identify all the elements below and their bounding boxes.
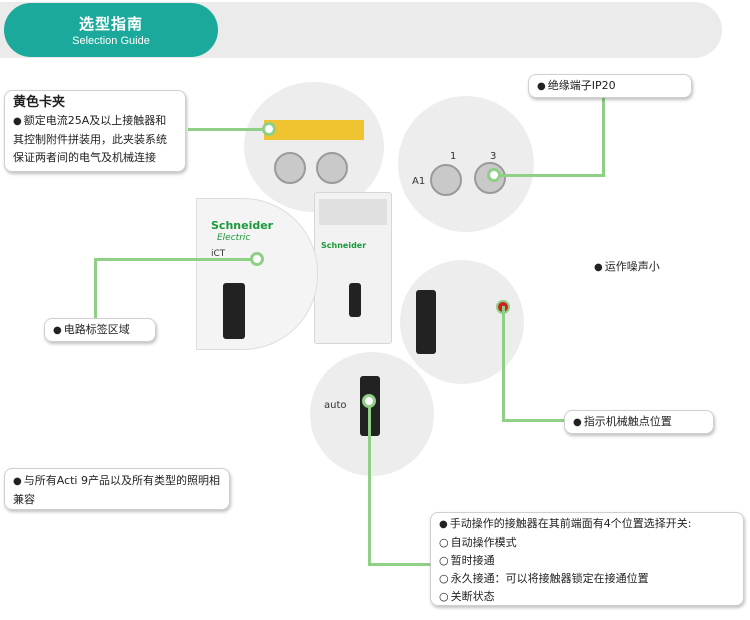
quiet-operation-text: 运作噪声小 — [594, 260, 660, 273]
terminal-a1-label: A1 — [412, 176, 426, 187]
label-connector-h — [94, 258, 256, 261]
yellow-clip-text: 额定电流25A及以上接触器和其控制附件拼装用，此夹装系统保证两者间的电气及机械连… — [13, 112, 177, 167]
ip20-text: 绝缘端子IP20 — [537, 79, 616, 92]
option-temporary-on: 暂时接通 — [439, 552, 735, 570]
switch-auto-label: auto — [324, 400, 347, 411]
clip-connector — [188, 128, 268, 131]
label-ring — [250, 252, 264, 266]
clip-ring — [262, 122, 276, 136]
ip20-callout: 绝缘端子IP20 — [528, 74, 692, 98]
label-area-text: 电路标签区域 — [53, 323, 130, 336]
label-photo-brand-sub: Electric — [217, 233, 251, 243]
label-photo-brand: Schneider — [211, 219, 274, 232]
manual-switch-callout: 手动操作的接触器在其前端面有4个位置选择开关: 自动操作模式 暂时接通 永久接通… — [430, 512, 744, 606]
terminal-1-label: 1 — [450, 151, 457, 162]
manual-switch-title: 手动操作的接触器在其前端面有4个位置选择开关: — [439, 515, 735, 534]
indicator-text: 指示机械触点位置 — [573, 415, 672, 428]
indicator-callout: 指示机械触点位置 — [564, 410, 714, 434]
selection-guide-tab[interactable]: 选型指南 Selection Guide — [4, 3, 218, 57]
label-area-photo: Schneider Electric iCT — [196, 198, 318, 350]
terminal-closeup-photo: 1 3 A1 — [398, 96, 534, 232]
option-permanent-on: 永久接通：可以将接触器锁定在接通位置 — [439, 570, 735, 588]
terminal-3-label: 3 — [490, 151, 497, 162]
quiet-operation-callout: 运作噪声小 — [586, 256, 690, 280]
option-auto-mode: 自动操作模式 — [439, 534, 735, 552]
yellow-clip-title: 黄色卡夹 — [13, 95, 66, 110]
device-brand-label: Schneider — [321, 241, 367, 250]
indicator-closeup-photo — [400, 260, 524, 384]
label-photo-device: iCT — [211, 249, 226, 259]
switch-connector-v — [368, 402, 371, 566]
ip20-connector-h — [494, 174, 605, 177]
header-title-cn: 选型指南 — [78, 15, 143, 33]
compatibility-text: 与所有Acti 9产品以及所有类型的照明相兼容 — [13, 472, 221, 509]
ip20-ring — [487, 168, 501, 182]
yellow-clip-callout: 黄色卡夹 额定电流25A及以上接触器和其控制附件拼装用，此夹装系统保证两者间的电… — [4, 90, 186, 172]
indicator-connector-h — [502, 419, 568, 422]
switch-connector-h — [368, 563, 430, 566]
switch-closeup-photo: auto — [310, 352, 434, 476]
option-off: 关断状态 — [439, 588, 735, 606]
label-area-callout: 电路标签区域 — [44, 318, 156, 342]
contactor-device-photo: Schneider — [314, 192, 392, 344]
header-title-en: Selection Guide — [72, 35, 150, 47]
clip-closeup-photo — [244, 82, 384, 212]
indicator-connector-v — [502, 306, 505, 422]
ip20-connector-v — [602, 96, 605, 176]
label-connector-v — [94, 258, 97, 320]
compatibility-callout: 与所有Acti 9产品以及所有类型的照明相兼容 — [4, 468, 230, 510]
switch-ring — [362, 394, 376, 408]
